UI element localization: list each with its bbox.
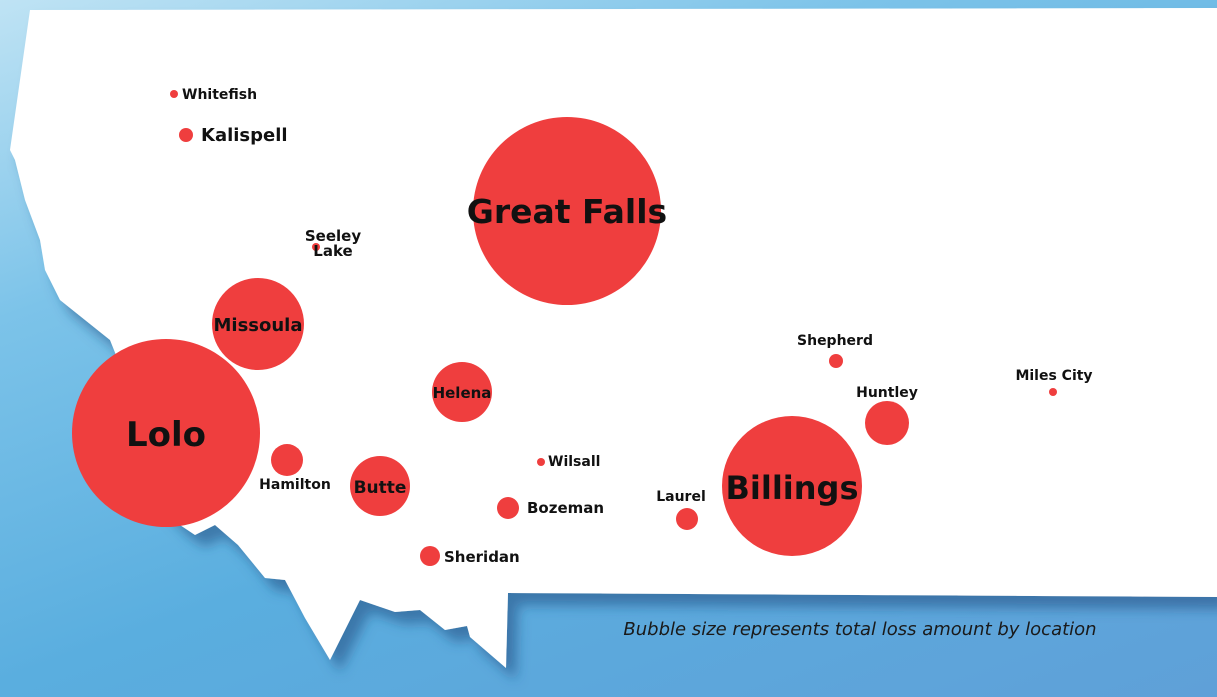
- label-laurel: Laurel: [656, 489, 706, 505]
- label-shepherd: Shepherd: [797, 333, 873, 349]
- label-line-billings-0: Billings: [726, 469, 859, 507]
- bubble-wilsall: [537, 458, 545, 466]
- label-line-whitefish-0: Whitefish: [182, 87, 257, 103]
- label-sheridan: Sheridan: [444, 548, 520, 566]
- label-huntley: Huntley: [856, 385, 918, 401]
- label-line-helena-0: Helena: [433, 384, 492, 402]
- label-helena: Helena: [433, 384, 492, 402]
- bubble-lolo: [72, 339, 260, 527]
- bubble-kalispell: [179, 128, 193, 142]
- bubble-billings: [722, 416, 862, 556]
- label-wilsall: Wilsall: [548, 454, 600, 470]
- label-kalispell: Kalispell: [201, 125, 288, 146]
- bubble-sheridan: [420, 546, 440, 566]
- bubble-miles-city: [1049, 388, 1057, 396]
- label-billings: Billings: [726, 469, 859, 507]
- label-line-bozeman-0: Bozeman: [527, 499, 604, 517]
- montana-land-shape: [10, 8, 1217, 668]
- label-whitefish: Whitefish: [182, 87, 257, 103]
- bubble-laurel: [676, 508, 698, 530]
- label-bozeman: Bozeman: [527, 499, 604, 517]
- label-hamilton: Hamilton: [259, 477, 331, 493]
- label-line-missoula-0: Missoula: [213, 315, 302, 336]
- label-butte: Butte: [354, 478, 407, 498]
- label-line-great-falls-0: Great Falls: [467, 192, 667, 231]
- label-line-seeley-lake-1: Lake: [313, 242, 352, 260]
- label-line-lolo-0: Lolo: [126, 415, 206, 455]
- label-line-seeley-lake-0: Seeley: [305, 227, 361, 245]
- label-line-wilsall-0: Wilsall: [548, 454, 600, 470]
- bubble-shepherd: [829, 354, 843, 368]
- bubble-whitefish: [170, 90, 178, 98]
- bubble-hamilton: [271, 444, 303, 476]
- bubble-missoula: [212, 278, 304, 370]
- label-lolo: Lolo: [126, 415, 206, 455]
- bubble-bozeman: [497, 497, 519, 519]
- bubble-great-falls: [473, 117, 661, 305]
- label-great-falls: Great Falls: [467, 192, 667, 231]
- label-line-hamilton-0: Hamilton: [259, 477, 331, 493]
- label-missoula: Missoula: [213, 315, 302, 336]
- bubble-butte: [350, 456, 410, 516]
- label-line-huntley-0: Huntley: [856, 385, 918, 401]
- label-line-miles-city-0: Miles City: [1015, 368, 1092, 384]
- bubbles-layer: [72, 90, 1057, 566]
- label-line-shepherd-0: Shepherd: [797, 333, 873, 349]
- bubble-seeley-lake: [312, 243, 320, 251]
- label-miles-city: Miles City: [1015, 368, 1092, 384]
- label-line-sheridan-0: Sheridan: [444, 548, 520, 566]
- legend-note: Bubble size represents total loss amount…: [623, 619, 1097, 640]
- label-line-kalispell-0: Kalispell: [201, 125, 288, 146]
- bubble-helena: [432, 362, 492, 422]
- label-line-laurel-0: Laurel: [656, 489, 706, 505]
- bubble-huntley: [865, 401, 909, 445]
- label-line-butte-0: Butte: [354, 478, 407, 498]
